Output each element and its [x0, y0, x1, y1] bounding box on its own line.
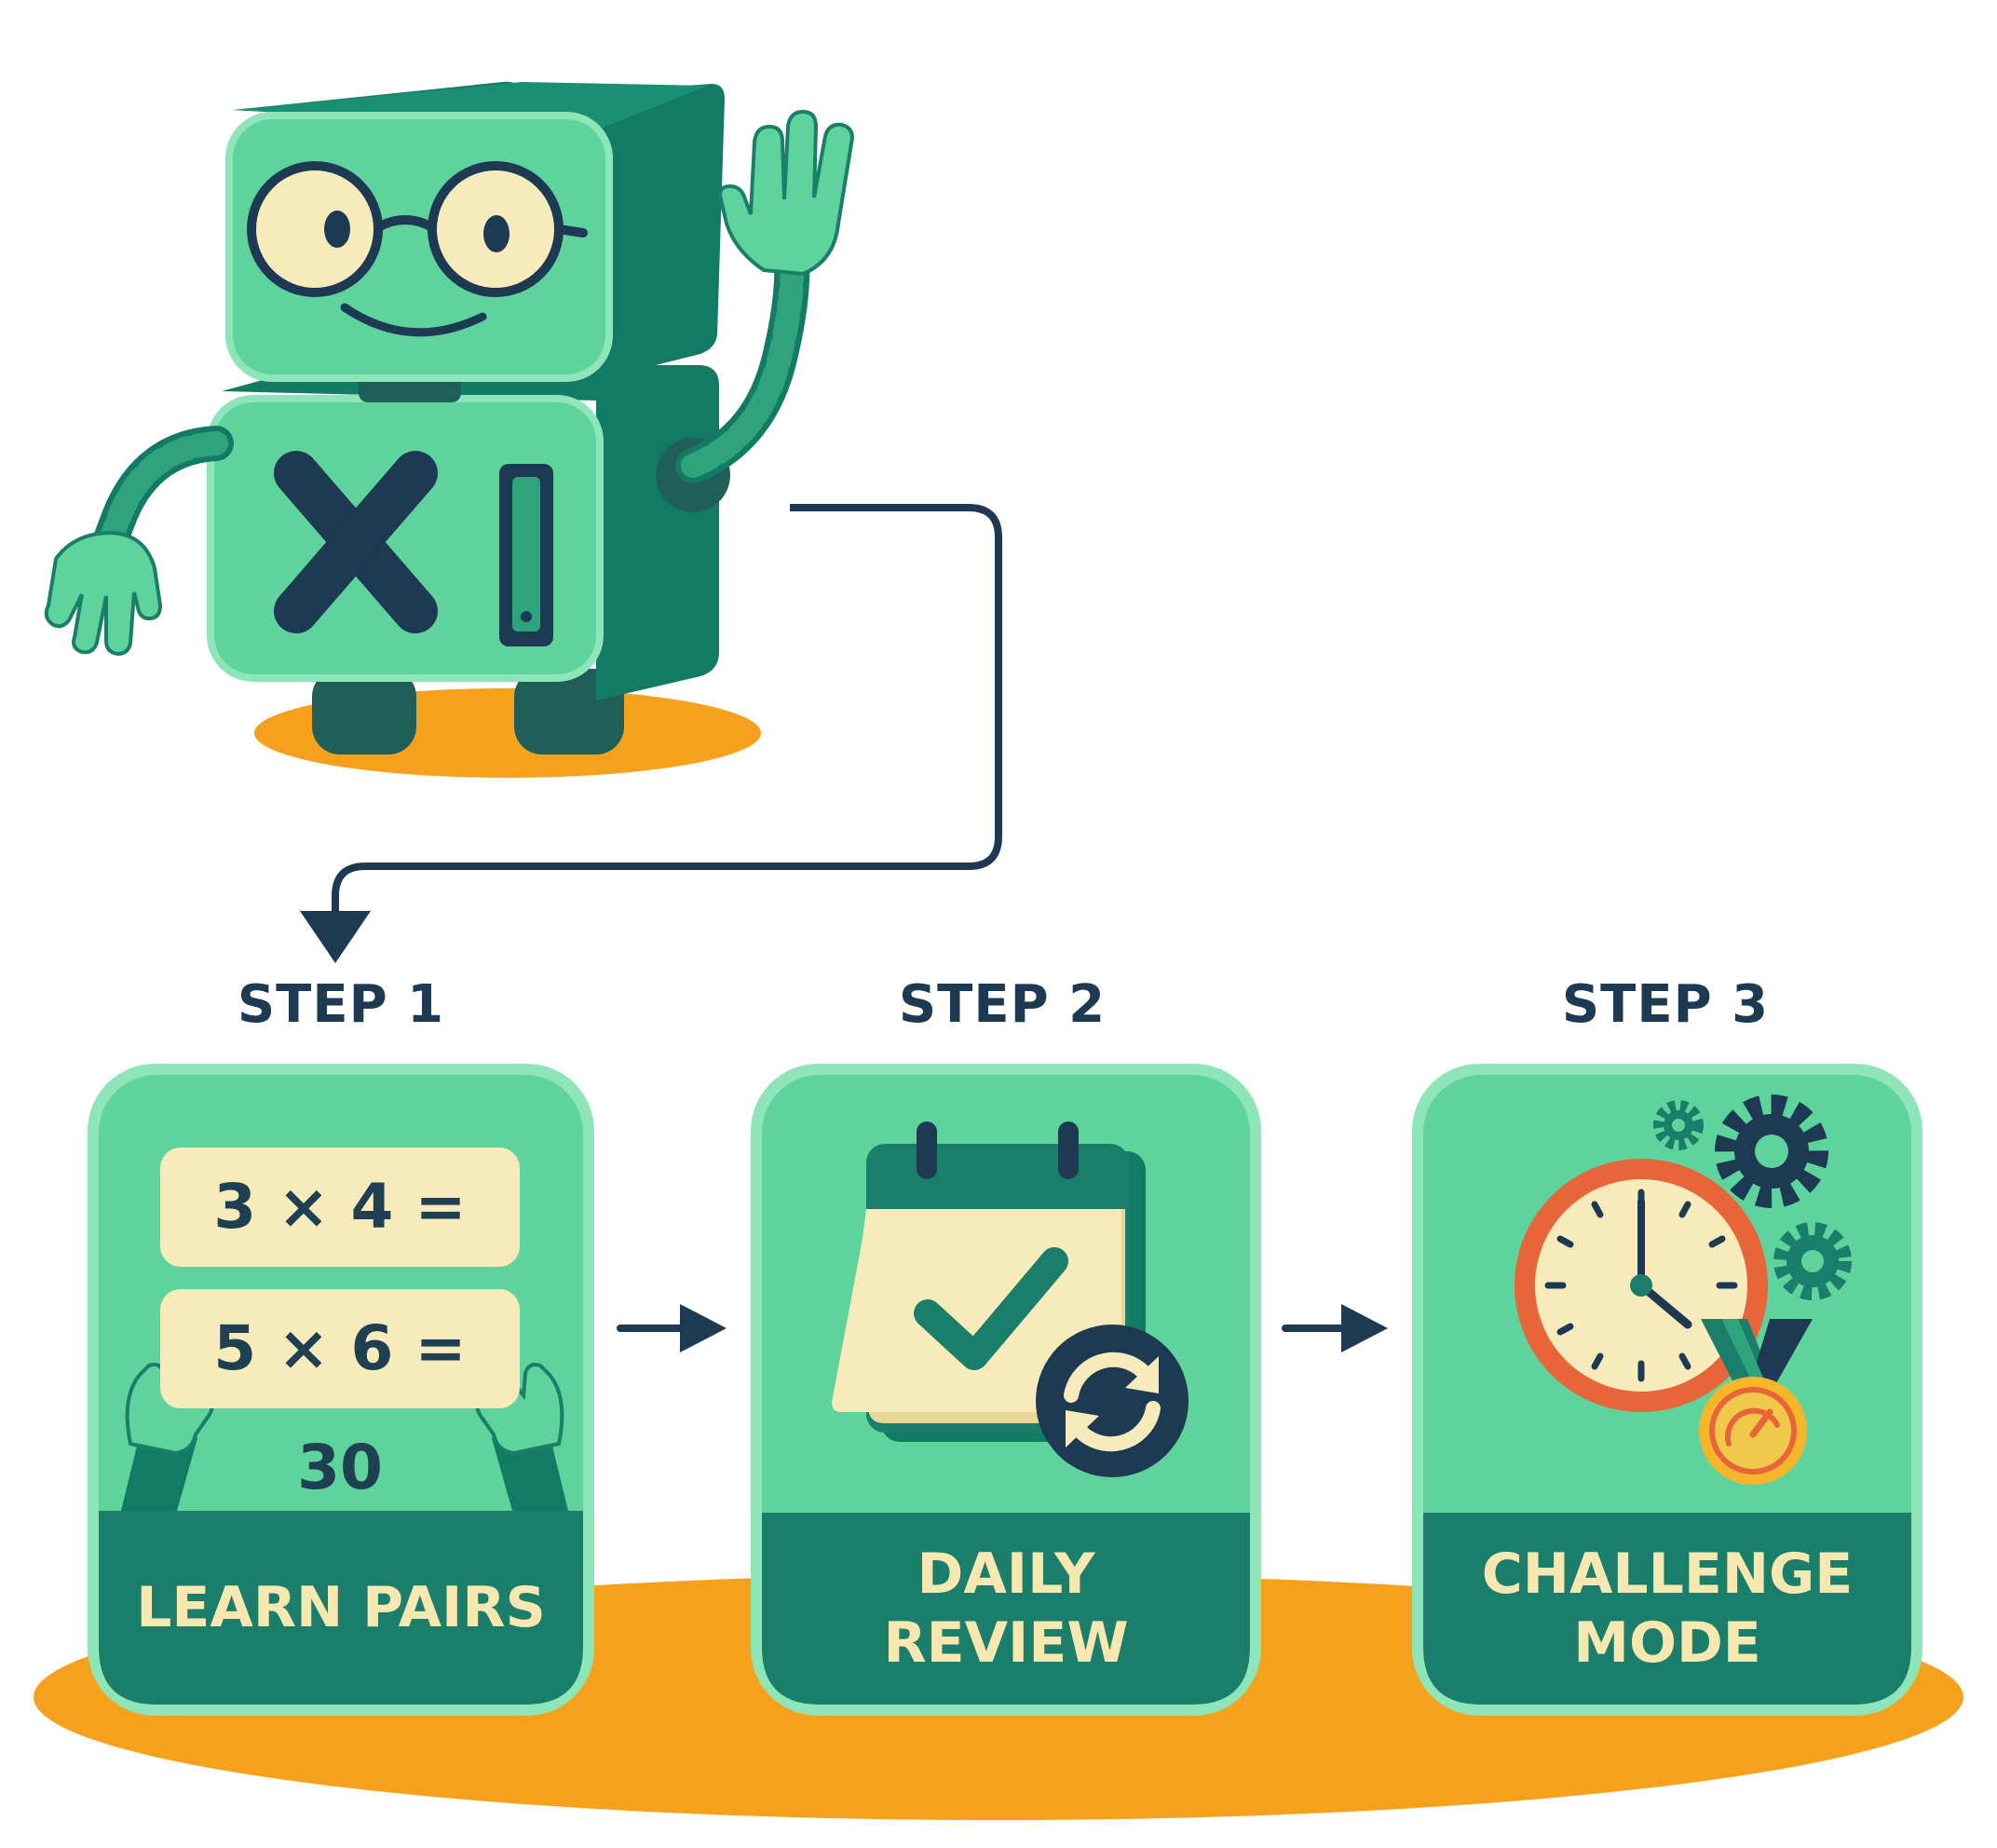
robot-waving-arm — [656, 109, 854, 512]
robot-mascot — [44, 81, 854, 754]
step-3-label: STEP 3 — [1561, 974, 1770, 1035]
equation-card: 5 × 6 = 30 — [160, 1289, 520, 1503]
robot-glasses — [247, 161, 588, 297]
robot-left-wheel — [312, 669, 416, 754]
connector-arrow — [332, 504, 1002, 920]
card-title-line: REVIEW — [883, 1610, 1129, 1676]
step-2-label: STEP 2 — [898, 974, 1107, 1035]
step-arrow-2-3 — [1282, 1304, 1388, 1352]
card-challenge-mode — [1412, 1064, 1922, 1716]
medal-icon — [1699, 1319, 1813, 1485]
step-1-label: STEP 1 — [237, 974, 445, 1035]
step-arrow-1-2 — [617, 1304, 727, 1352]
robot-waving-hand — [718, 109, 854, 277]
card-title-line: MODE — [1573, 1610, 1761, 1676]
connector-arrowhead — [300, 911, 371, 963]
refresh-icon — [1036, 1325, 1189, 1477]
multiply-icon — [274, 451, 438, 633]
robot-smile — [340, 303, 487, 337]
teal-gear-icon — [1773, 1222, 1852, 1300]
robot-left-arm — [44, 426, 234, 657]
card-title-line: LEARN PAIRS — [136, 1575, 546, 1640]
card-title-line: CHALLENGE — [1481, 1542, 1854, 1607]
gear-icon — [1715, 1094, 1828, 1208]
card-title-daily-review: DAILY REVIEW — [768, 1513, 1243, 1705]
card-title-line: DAILY — [917, 1542, 1095, 1607]
clock-icon — [1515, 1159, 1768, 1412]
card-daily-review — [751, 1064, 1261, 1716]
robot-left-hand — [44, 530, 163, 657]
card-title-challenge-mode: CHALLENGE MODE — [1430, 1513, 1905, 1705]
equation-card: 3 × 4 = 12 — [160, 1148, 520, 1362]
small-gear-icon — [1653, 1100, 1704, 1150]
card-title-learn-pairs: LEARN PAIRS — [103, 1511, 578, 1705]
